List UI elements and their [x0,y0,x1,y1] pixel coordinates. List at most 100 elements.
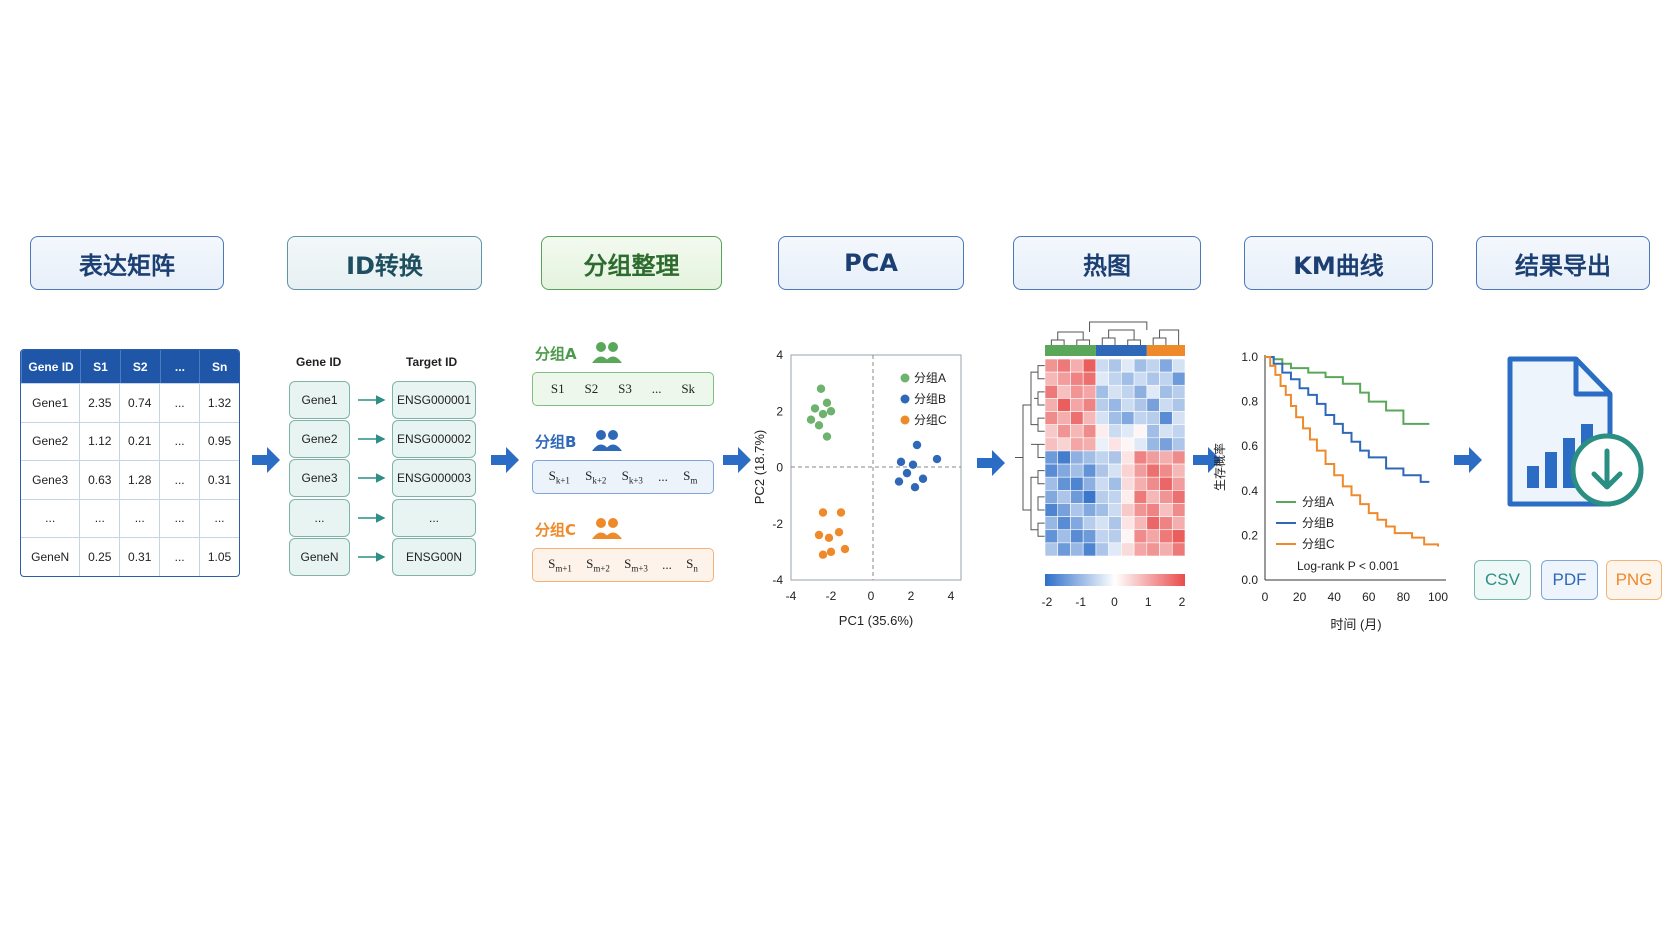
export-png-button[interactable]: PNG [1606,560,1662,600]
scatter-point [908,460,918,469]
export-pdf-button[interactable]: PDF [1541,560,1598,600]
sample-label: Sm+1 [548,556,572,574]
colorbar-tick-label: 1 [1145,595,1152,609]
heatmap-cell [1171,490,1185,504]
heatmap-cell [1095,437,1109,452]
heatmap-cell [1121,463,1135,478]
step-id-conversion: ID转换 [287,236,482,290]
table-cell: ... [159,384,199,422]
heatmap-cell [1146,358,1160,373]
heatmap-cell [1171,503,1185,517]
heatmap-cell [1108,516,1122,531]
heatmap-cell [1171,476,1185,491]
heatmap-colorbar [1045,574,1185,586]
legend-label: 分组B [914,392,946,406]
heatmap-cell [1057,437,1071,452]
heatmap-cell [1121,411,1135,425]
scatter-point [912,440,922,450]
heatmap-cell [1044,529,1059,544]
survival-curve [1265,356,1430,425]
table-row: GeneN 0.25 0.31 ... 1.05 [21,537,239,576]
heatmap-cell [1082,542,1097,557]
column-header: S2 [119,350,160,383]
table-cell: ... [199,499,239,537]
export-csv-button[interactable]: CSV [1474,560,1531,600]
heatmap-cell [1133,463,1148,478]
heatmap-cell [1159,411,1173,425]
heatmap-cell [1121,490,1135,504]
dendrogram-branch [1127,339,1141,345]
y-tick-label: 4 [776,348,783,362]
x-tick-label: 0 [868,589,875,603]
group-a-label: 分组A [535,345,577,363]
users-icon [592,342,622,363]
column-group-bar [1146,345,1185,356]
y-tick-label: 0.4 [1241,484,1258,498]
heatmap-cell [1044,411,1059,425]
heatmap-cell [1057,411,1071,425]
scatter-point [896,457,906,467]
heatmap-cell [1095,424,1109,439]
dendrogram-branch [1152,337,1167,345]
pca-y-axis-label: PC2 (18.7%) [752,430,767,504]
source-id-box: GeneN [289,538,350,576]
flow-arrow-icon [1193,447,1221,473]
sample-label: Sm+2 [586,556,610,574]
heatmap-cell [1070,490,1084,504]
heatmap-cell [1133,476,1148,491]
heatmap-cell [1070,424,1084,439]
heatmap-cell [1057,542,1071,557]
heatmap-cell [1146,529,1160,544]
source-id-box: ... [289,499,350,537]
sample-label: Sk+3 [621,468,643,486]
colorbar-tick-label: -2 [1042,595,1053,609]
heatmap-cell [1108,411,1122,425]
x-tick-label: 80 [1397,590,1411,604]
heatmap-cell [1095,516,1109,531]
source-id-box: Gene3 [289,459,350,497]
heatmap-cell [1095,450,1109,465]
heatmap-cell [1171,529,1185,544]
flow-arrow-icon [252,447,280,473]
heatmap-cell [1159,463,1173,478]
heatmap-cell [1133,371,1148,386]
table-cell: 2.35 [79,384,119,422]
dendrogram-branch [1022,404,1031,511]
heatmap-cell [1095,371,1109,386]
legend-label: 分组A [914,371,946,385]
scatter-point [910,482,920,492]
heatmap-cell [1095,411,1109,425]
sample-label: S2 [584,381,599,396]
dendrogram-branch [1159,329,1180,345]
source-id-header: Gene ID [296,355,342,369]
heatmap-cell [1044,476,1059,491]
dendrogram-branch [1037,417,1045,432]
column-header: S1 [80,350,120,383]
x-tick-label: 60 [1362,590,1376,604]
heatmap-cell [1044,490,1059,504]
heatmap-cell [1171,411,1185,425]
y-tick-label: 1.0 [1241,350,1258,364]
scatter-point [834,527,844,537]
pca-x-axis-label: PC1 (35.6%) [839,613,913,628]
table-row: Gene3 0.63 1.28 ... 0.31 [21,460,239,499]
scatter-point [822,432,832,441]
heatmap-cell [1121,398,1135,412]
heatmap-cell [1159,529,1173,544]
table-cell: 0.63 [79,461,119,499]
heatmap-cell [1159,476,1173,491]
dendrogram-branch [1076,339,1091,345]
heatmap-cell [1082,463,1097,478]
heatmap-cell [1070,384,1084,399]
heatmap-cell [1121,450,1135,465]
target-id-box: ENSG000001 [392,381,476,419]
heatmap-cell [1108,437,1122,452]
heatmap-cell [1171,516,1185,531]
scatter-point [902,468,912,478]
scatter-point [918,474,928,483]
heatmap-cell [1057,463,1071,478]
heatmap-cell [1070,371,1084,386]
heatmap-cell [1044,463,1059,478]
